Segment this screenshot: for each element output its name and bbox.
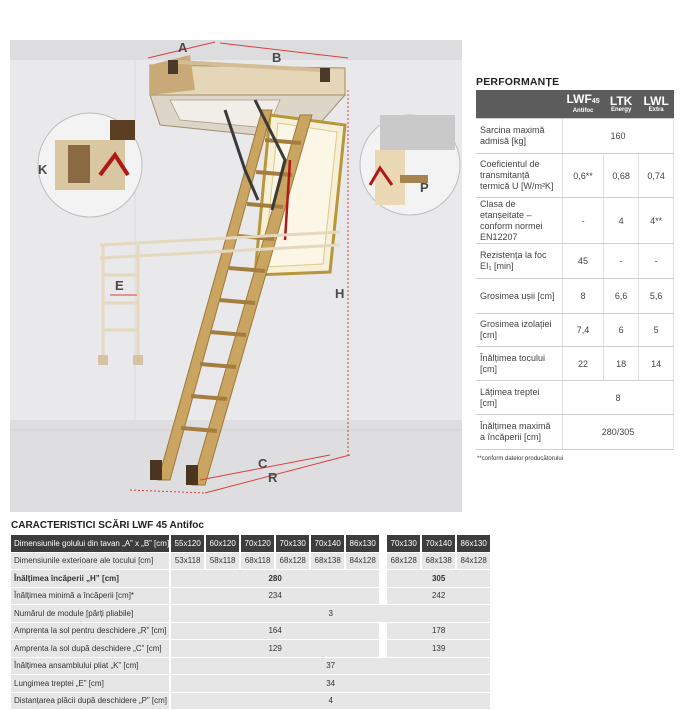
- label-h: H: [335, 286, 344, 301]
- performance-row: Grosimea ușii [cm] 8 6,6 5,6: [476, 278, 675, 314]
- specs-row: Înălțimea minimă a încăperii [cm]* 234 2…: [11, 587, 493, 605]
- performance-row: Grosimea izolației [cm] 7,4 6 5: [476, 313, 675, 347]
- attic-ladder-illustration: A B K E H C R P: [10, 40, 462, 512]
- zoom-detail-left: [37, 112, 143, 218]
- dimension-lines: [59, 41, 351, 494]
- specs-row: Înălțimea încăperii „H” [cm] 280 305: [11, 569, 493, 588]
- label-a: A: [178, 40, 188, 55]
- performance-row: Sarcina maximă admisă [kg] 160: [476, 118, 675, 154]
- label-k: K: [38, 162, 48, 177]
- specs-row: Dimensiunile exterioare ale tocului [cm]…: [11, 552, 493, 570]
- performance-row: Rezistența la foc EI₁ [min] 45 - -: [476, 243, 675, 279]
- specs-row: Înălțimea ansamblului pliat „K” [cm] 37: [11, 657, 493, 675]
- label-r: R: [268, 470, 278, 485]
- label-c: C: [258, 456, 268, 471]
- label-b: B: [272, 50, 281, 65]
- specs-row: Lungimea treptei „E” [cm] 34: [11, 674, 493, 693]
- label-p: P: [420, 180, 429, 195]
- specs-header-row: Dimensiunile golului din tavan „A” x „B”…: [11, 535, 493, 553]
- specs-row: Amprenta la sol pentru deschidere „R” [c…: [11, 622, 493, 640]
- specs-row: Numărul de module [părți pliabile] 3: [11, 604, 493, 623]
- label-e: E: [115, 278, 124, 293]
- specs-title: CARACTERISTICI SCĂRI LWF 45 Antifoc: [11, 520, 204, 531]
- performance-row: Clasa de etanșeitate – conform normei EN…: [476, 197, 675, 244]
- performance-row: Înălțimea maximă a încăperii [cm] 280/30…: [476, 414, 675, 450]
- zoom-detail-right: [359, 114, 461, 216]
- performance-row: Coeficientul de transmitanță termică U […: [476, 153, 675, 198]
- performance-row: Lățimea treptei [cm] 8: [476, 380, 675, 415]
- performance-footnote: **conform datelor producătorului: [477, 456, 564, 462]
- ghost-ladder: [98, 230, 341, 365]
- ladder: [150, 99, 313, 486]
- specs-table: Dimensiunile golului din tavan „A” x „B”…: [11, 535, 493, 710]
- specs-row: Distanțarea plăcii după deschidere „P” […: [11, 692, 493, 710]
- performance-title: PERFORMANȚE: [476, 76, 560, 88]
- specs-row: Amprenta la sol după deschidere „C” [cm]…: [11, 639, 493, 658]
- performance-row: Înălțimea tocului [cm] 22 18 14: [476, 346, 675, 381]
